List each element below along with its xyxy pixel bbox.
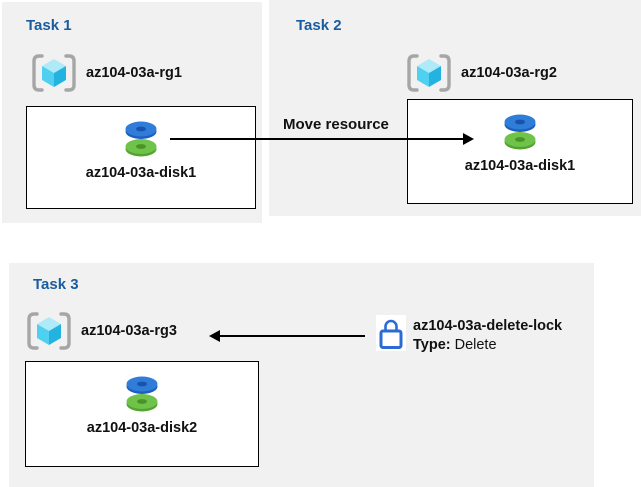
resource-group-name: az104-03a-rg1 xyxy=(86,65,182,81)
resource-group-icon xyxy=(26,311,72,351)
disk-icon xyxy=(122,375,162,413)
move-arrow-line xyxy=(170,138,464,140)
task1-resource-group: az104-03a-rg1 xyxy=(31,53,182,93)
disk-icon xyxy=(500,113,540,151)
resource-group-name: az104-03a-rg2 xyxy=(461,65,557,81)
task1-resource-box: az104-03a-disk1 xyxy=(26,106,256,209)
disk-name: az104-03a-disk1 xyxy=(464,158,576,174)
lock-type-label: Type: xyxy=(413,337,451,353)
task3-resource-box: az104-03a-disk2 xyxy=(25,361,259,467)
lock-arrow-line xyxy=(219,335,365,337)
task2-title: Task 2 xyxy=(296,17,342,34)
lock-annotation: az104-03a-delete-lock Type:Delete xyxy=(413,317,562,355)
task1-title: Task 1 xyxy=(26,17,72,34)
lock-arrow-head-icon xyxy=(209,330,220,342)
disk-icon xyxy=(121,120,161,158)
move-arrow-head-icon xyxy=(463,133,474,145)
lock-type-value: Delete xyxy=(454,337,497,353)
task2-resource-box: az104-03a-disk1 xyxy=(407,99,633,204)
task3-title: Task 3 xyxy=(33,276,79,293)
lock-icon xyxy=(376,315,406,351)
lock-type: Type:Delete xyxy=(413,336,562,355)
task3-resource-group: az104-03a-rg3 xyxy=(26,311,177,351)
task2-resource-group: az104-03a-rg2 xyxy=(406,53,557,93)
disk-name: az104-03a-disk1 xyxy=(85,165,197,181)
disk-name: az104-03a-disk2 xyxy=(86,420,198,436)
move-resource-label: Move resource xyxy=(283,116,389,133)
resource-group-icon xyxy=(406,53,452,93)
resource-group-name: az104-03a-rg3 xyxy=(81,323,177,339)
resource-group-icon xyxy=(31,53,77,93)
lock-name: az104-03a-delete-lock xyxy=(413,318,563,334)
